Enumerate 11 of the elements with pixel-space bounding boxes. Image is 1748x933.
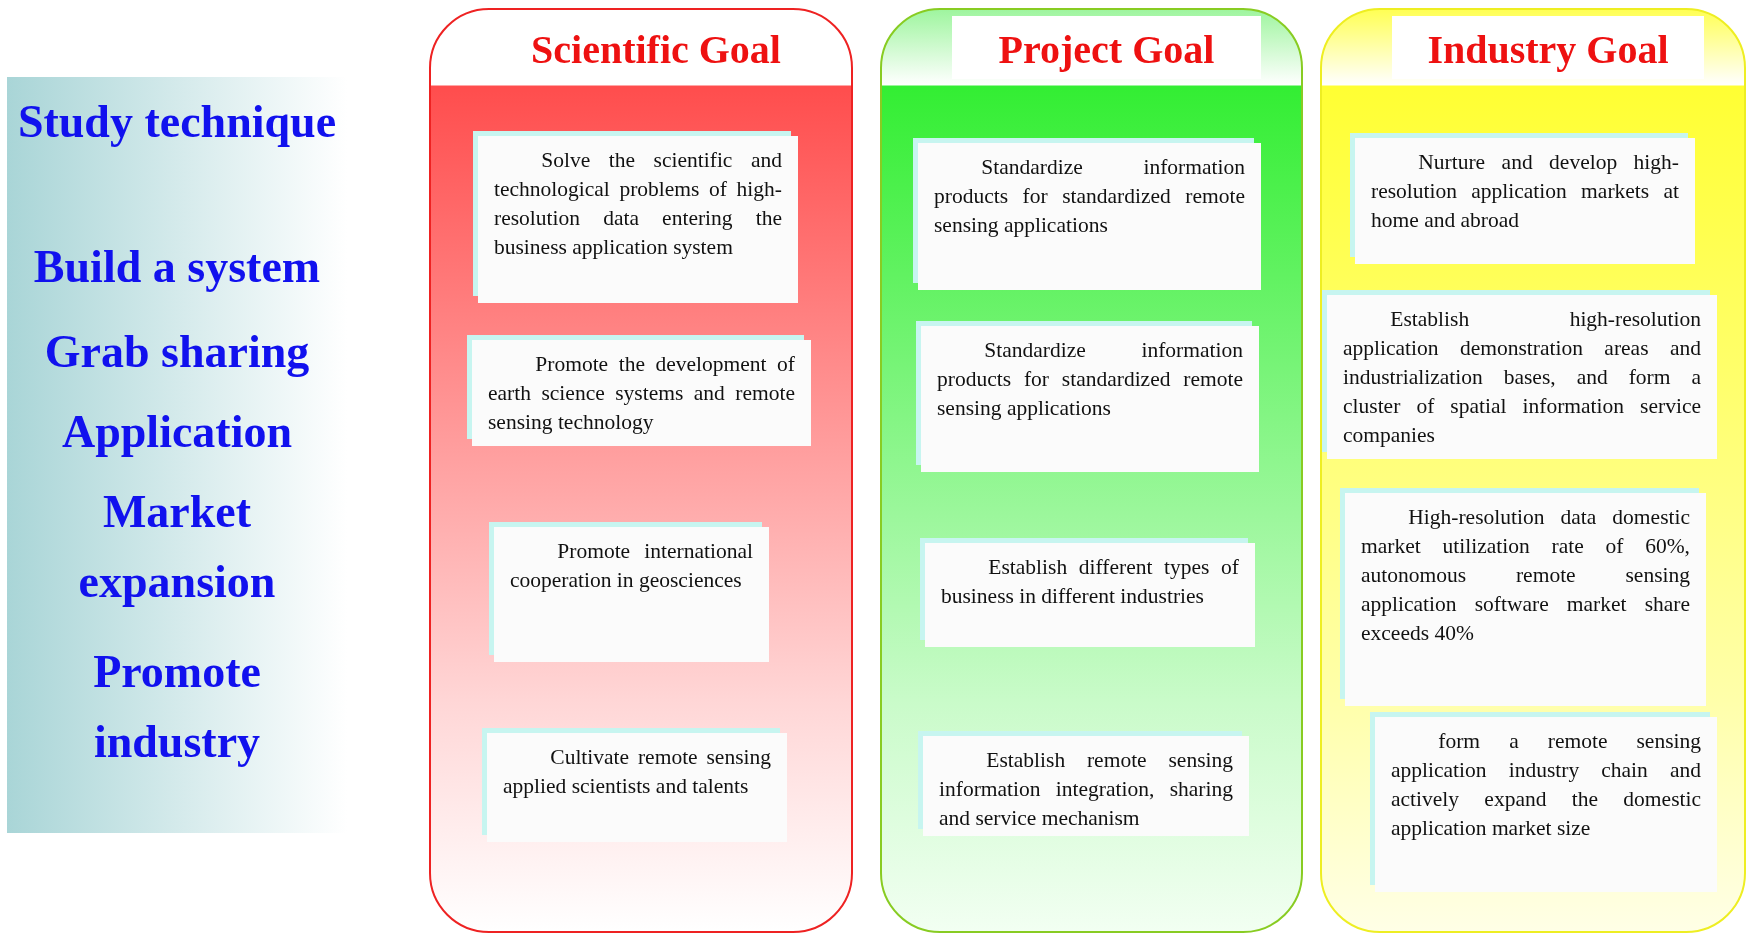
topic-text: Study technique [16, 95, 338, 149]
goal-column [1320, 8, 1746, 933]
topic-text: Market expansion [77, 485, 277, 609]
topic-text: Build a system [32, 240, 322, 294]
topic-text: Promote industry [92, 645, 262, 769]
column-heading: Industry Goal [1392, 16, 1704, 79]
column-heading: Project Goal [952, 16, 1261, 79]
goal-column [880, 8, 1303, 933]
goal-column [429, 8, 853, 933]
topic-text: Application [60, 405, 293, 459]
topic-text: Grab sharing [43, 325, 311, 379]
